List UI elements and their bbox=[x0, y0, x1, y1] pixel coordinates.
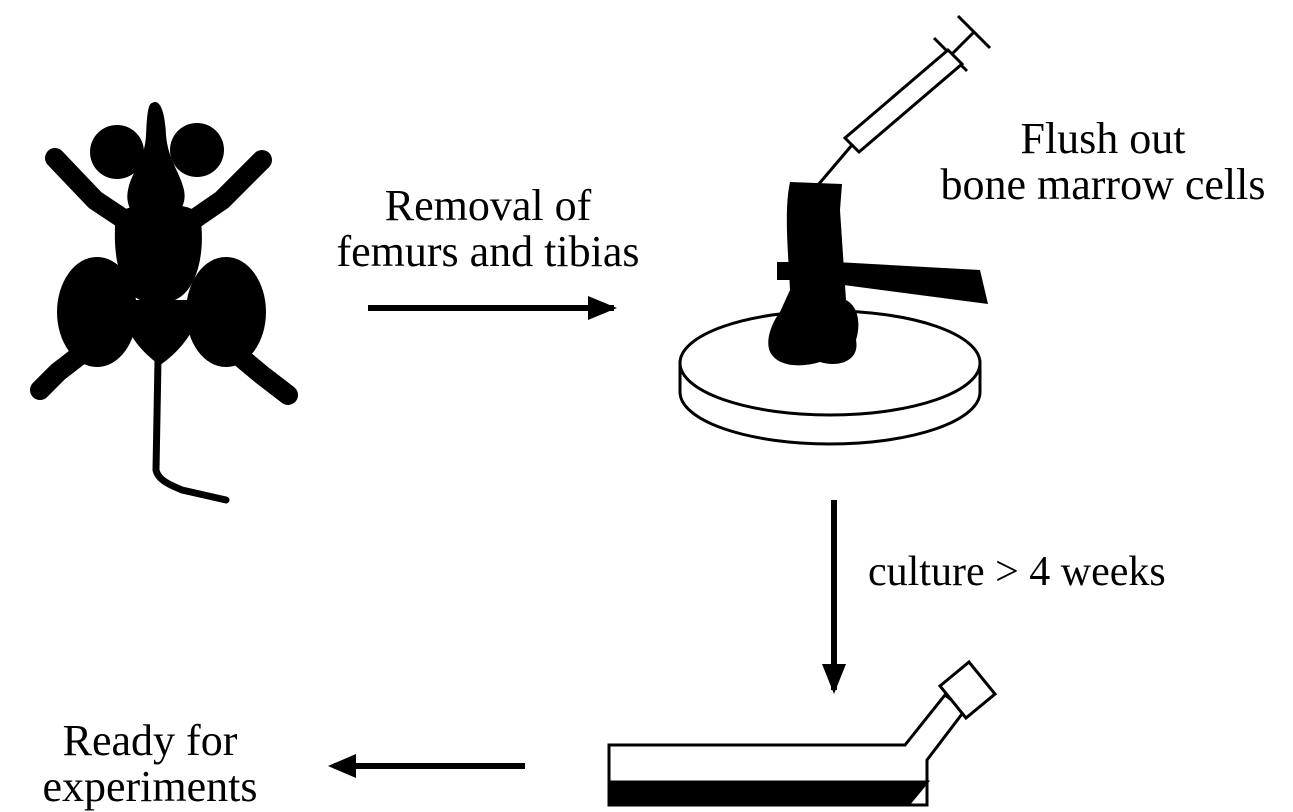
ready-line-2: experiments bbox=[0, 764, 300, 810]
removal-line-2: femurs and tibias bbox=[318, 229, 658, 275]
ready-line-1: Ready for bbox=[0, 718, 300, 764]
culture-step-label: culture > 4 weeks bbox=[868, 550, 1238, 594]
flush-step-label: Flush out bone marrow cells bbox=[908, 116, 1293, 208]
removal-step-label: Removal of femurs and tibias bbox=[318, 183, 658, 275]
removal-line-1: Removal of bbox=[318, 183, 658, 229]
flush-line-2: bone marrow cells bbox=[908, 162, 1293, 208]
arrowhead-to-ready bbox=[328, 754, 356, 778]
arrowhead-to-bone bbox=[588, 296, 617, 320]
scalpel-icon bbox=[836, 262, 988, 304]
ready-step-label: Ready for experiments bbox=[0, 718, 300, 810]
arrowhead-to-flask bbox=[822, 664, 846, 694]
mouse-icon bbox=[40, 102, 288, 500]
culture-flask-icon bbox=[609, 662, 995, 805]
flush-line-1: Flush out bbox=[908, 116, 1293, 162]
culture-text: culture > 4 weeks bbox=[868, 550, 1238, 594]
